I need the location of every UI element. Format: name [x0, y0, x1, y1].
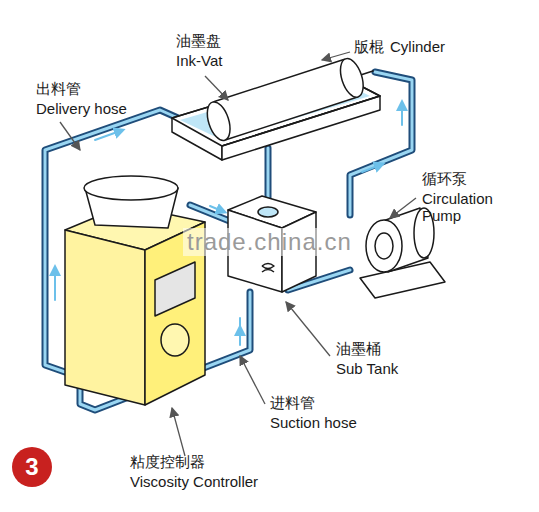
part-label: Sub Tank [336, 360, 398, 377]
part-label: 粘度控制器 [130, 453, 205, 470]
part-label: Circulation Pump [422, 190, 522, 225]
part-label: 油墨桶 [336, 340, 381, 357]
part-label: Ink-Vat [176, 52, 222, 69]
callout-disc [12, 447, 52, 487]
cylinder [203, 52, 380, 144]
callout-number: 3 [12, 447, 52, 487]
part-label: 循环泵 [422, 170, 467, 187]
part-label: 油墨盘 [176, 32, 221, 49]
part-label: Suction hose [270, 414, 357, 431]
watermark: trade.china.cn [183, 228, 356, 256]
part-label: 出料管 [36, 80, 81, 97]
part-label: 进料管 [270, 394, 315, 411]
part-label: 版棍 [354, 38, 384, 55]
viscosity-controller [65, 176, 205, 405]
hoses [45, 72, 412, 410]
part-label: Cylinder [390, 38, 445, 55]
part-label: Viscosity Controller [130, 473, 258, 490]
part-label: Delivery hose [36, 100, 127, 117]
